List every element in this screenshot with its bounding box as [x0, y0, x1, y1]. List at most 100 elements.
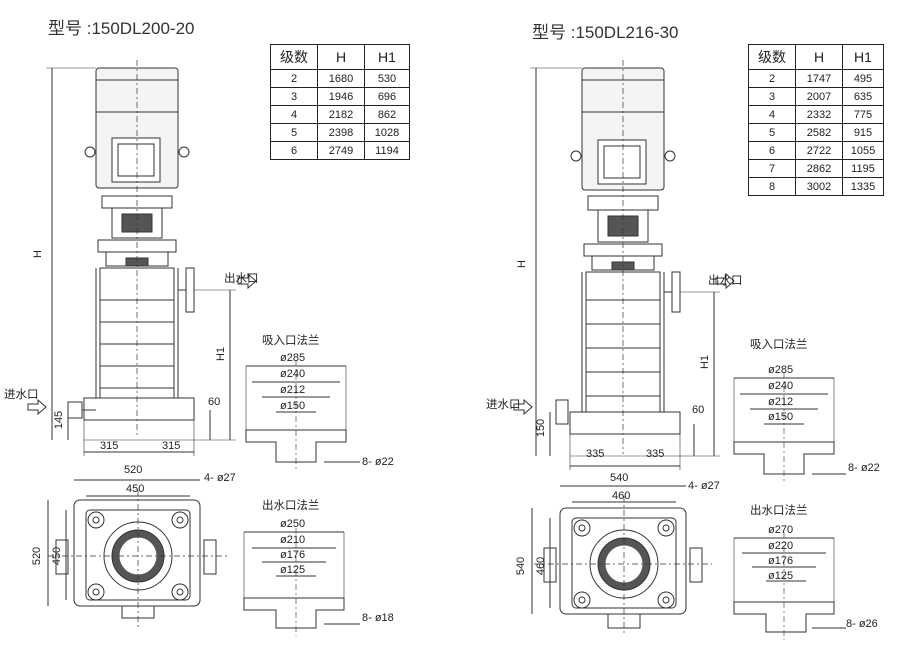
left-outlet-label: 出水口 [224, 273, 259, 285]
h-cell: 3002 [795, 177, 843, 196]
stage-header: 级数 [748, 44, 796, 70]
left-dim-520-side: 520 [31, 546, 44, 566]
right-outlet-d1: ø270 [768, 524, 794, 536]
right-dim-460-top: 460 [612, 490, 631, 502]
left-dim-60: 60 [208, 396, 221, 408]
h-cell: 2862 [795, 159, 843, 178]
h-cell: 1747 [795, 69, 843, 88]
left-outlet-d2: ø210 [280, 534, 306, 546]
h1-cell: 495 [842, 69, 884, 88]
left-h1-label: H1 [215, 346, 228, 362]
stage-cell: 2 [748, 69, 796, 88]
stage-cell: 5 [270, 123, 318, 142]
h1-cell: 862 [364, 105, 410, 124]
right-suction-flange [733, 372, 846, 482]
right-outlet-label: 出水口 [708, 275, 743, 287]
left-dim-450-top: 450 [126, 483, 145, 495]
h1-cell: 1335 [842, 177, 884, 196]
right-outlet-d4: ø125 [768, 570, 794, 582]
right-h-label: H [515, 260, 528, 268]
right-dim-335a: 335 [586, 448, 605, 460]
right-model-title: 型号 :150DL216-30 [532, 23, 679, 42]
right-dim-335b: 335 [646, 448, 665, 460]
h1-cell: 530 [364, 69, 410, 88]
left-suction-d3: ø212 [280, 384, 306, 396]
h1-header: H1 [364, 44, 410, 70]
h1-cell: 635 [842, 87, 884, 106]
left-outlet-bolts: 8- ø18 [362, 612, 394, 624]
right-pump-elevation [513, 60, 735, 470]
right-suction-bolts: 8- ø22 [848, 462, 880, 474]
right-suction-title: 吸入口法兰 [750, 339, 808, 351]
right-pump-top-view [531, 485, 712, 636]
stage-cell: 4 [270, 105, 318, 124]
right-suction-d2: ø240 [768, 380, 794, 392]
table-header-row: 级数 H H1 [748, 44, 884, 70]
left-suction-d4: ø150 [280, 400, 306, 412]
right-dim-460-side: 460 [535, 556, 548, 576]
h-cell: 1946 [317, 87, 365, 106]
table-header-row: 级数 H H1 [270, 44, 410, 70]
h-cell: 2722 [795, 141, 843, 160]
right-dim-150: 150 [535, 418, 548, 438]
right-outlet-flange [733, 532, 846, 640]
h-header: H [795, 44, 843, 70]
h-cell: 2582 [795, 123, 843, 142]
left-outlet-d4: ø125 [280, 564, 306, 576]
right-inlet-label: 进水口 [486, 399, 521, 411]
left-suction-bolts: 8- ø22 [362, 456, 394, 468]
h1-cell: 915 [842, 123, 884, 142]
h1-cell: 775 [842, 105, 884, 124]
stage-cell: 4 [748, 105, 796, 124]
left-dim-520-top: 520 [124, 464, 143, 476]
right-dim-60: 60 [692, 404, 705, 416]
left-dim-145: 145 [53, 410, 66, 430]
h-cell: 2749 [317, 141, 365, 160]
right-outlet-flange-title: 出水口法兰 [750, 505, 808, 517]
left-inlet-label: 进水口 [4, 389, 39, 401]
left-model-title: 型号 :150DL200-20 [48, 19, 195, 38]
h1-cell: 1194 [364, 141, 410, 160]
stage-cell: 5 [748, 123, 796, 142]
h1-cell: 1028 [364, 123, 410, 142]
right-outlet-d3: ø176 [768, 555, 794, 567]
h-cell: 2398 [317, 123, 365, 142]
h1-header: H1 [842, 44, 884, 70]
stage-cell: 8 [748, 177, 796, 196]
right-dim-540-side: 540 [515, 556, 528, 576]
left-suction-d1: ø285 [280, 352, 306, 364]
left-dim-315a: 315 [100, 440, 119, 452]
stage-cell: 7 [748, 159, 796, 178]
left-h-label: H [31, 250, 44, 258]
h-cell: 1680 [317, 69, 365, 88]
left-dim-315b: 315 [162, 440, 181, 452]
right-outlet-bolts: 8- ø26 [846, 618, 878, 630]
stage-cell: 2 [270, 69, 318, 88]
left-pump-elevation [27, 60, 257, 456]
stage-cell: 3 [748, 87, 796, 106]
h-cell: 2007 [795, 87, 843, 106]
left-outlet-d1: ø250 [280, 518, 306, 530]
h1-cell: 1055 [842, 141, 884, 160]
h-cell: 2332 [795, 105, 843, 124]
right-dim-540-top: 540 [610, 472, 629, 484]
stage-cell: 6 [270, 141, 318, 160]
left-suction-d2: ø240 [280, 368, 306, 380]
right-h1-label: H1 [699, 354, 712, 370]
h1-cell: 1195 [842, 159, 884, 178]
left-outlet-flange-title: 出水口法兰 [262, 500, 320, 512]
